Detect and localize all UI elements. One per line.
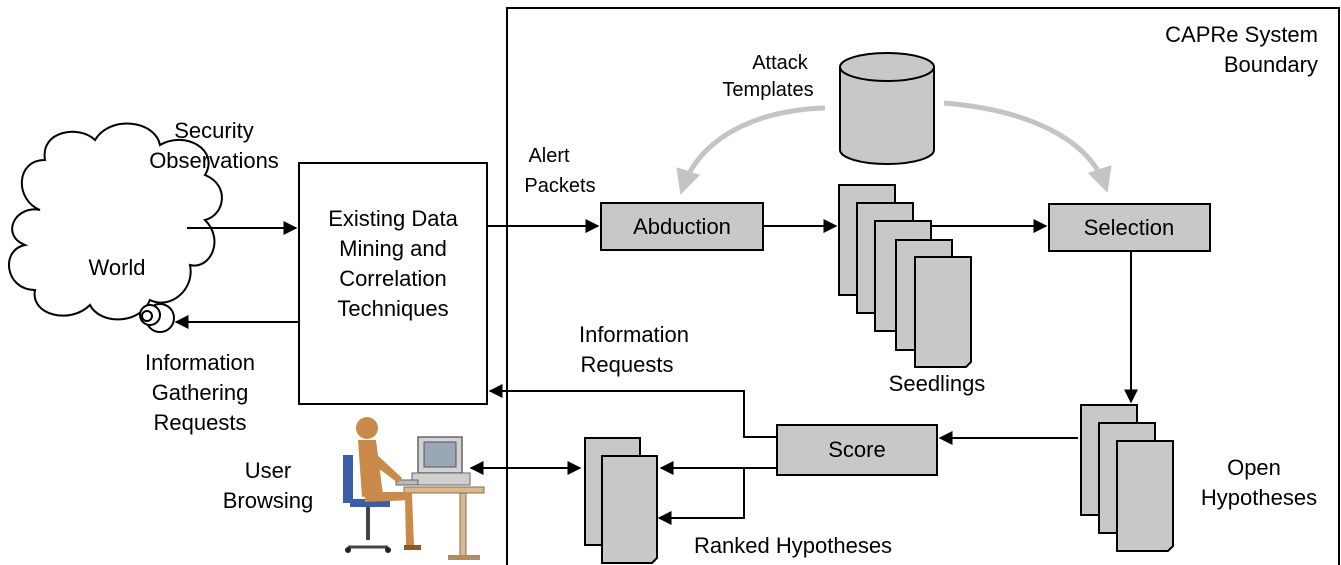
world-cloud	[8, 122, 223, 321]
alert-packets-line1: Alert	[528, 145, 570, 167]
template-arc-to-selection	[943, 100, 1112, 193]
world-label: World	[88, 255, 145, 280]
existing-box-line2: Mining and	[339, 236, 447, 261]
attack-templates-database-icon	[839, 67, 935, 165]
seedlings-label: Seedlings	[889, 371, 986, 396]
world-connector-circle-inner	[141, 310, 153, 322]
ranked-hypotheses-document-stack	[584, 437, 658, 564]
existing-box-line3: Correlation	[339, 266, 447, 291]
alert-packets-line2: Packets	[524, 175, 595, 197]
abduction-label: Abduction	[633, 214, 731, 239]
attack-templates-line2: Templates	[722, 79, 813, 101]
open-hypotheses-document-stack	[1080, 404, 1174, 552]
information-requests-line2: Requests	[581, 352, 674, 377]
system-boundary-label-line1: CAPRe System	[1165, 22, 1318, 47]
information-requests-line1: Information	[579, 322, 689, 347]
template-arc-to-abduction	[676, 105, 826, 195]
ranked-hypotheses-label: Ranked Hypotheses	[694, 533, 892, 558]
open-hypotheses-line2: Hypotheses	[1201, 485, 1317, 510]
system-boundary-box	[506, 7, 1340, 565]
info-gathering-line2: Gathering	[152, 380, 249, 405]
seedlings-document-stack	[838, 184, 972, 368]
info-gathering-line1: Information	[145, 350, 255, 375]
score-box	[776, 424, 938, 476]
info-gathering-line3: Requests	[154, 410, 247, 435]
security-observations-line1: Security	[174, 118, 253, 143]
existing-box-line4: Techniques	[337, 296, 448, 321]
score-label: Score	[828, 437, 885, 462]
existing-techniques-box	[298, 162, 488, 405]
attack-templates-line1: Attack	[752, 52, 809, 74]
arrow-score-return-to-ranked	[657, 468, 745, 525]
open-hypotheses-line1: Open	[1227, 455, 1281, 480]
user-browsing-line1: User	[245, 458, 291, 483]
arrow-score-info-requests	[488, 384, 777, 438]
selection-box	[1048, 203, 1211, 252]
security-observations-line2: Observations	[149, 148, 279, 173]
existing-box-line1: Existing Data	[328, 206, 458, 231]
selection-label: Selection	[1084, 215, 1175, 240]
user-browsing-line2: Browsing	[223, 488, 313, 513]
system-boundary-label-line2: Boundary	[1224, 52, 1318, 77]
attack-templates-database-top	[839, 52, 935, 82]
user-at-computer-icon	[343, 417, 485, 560]
